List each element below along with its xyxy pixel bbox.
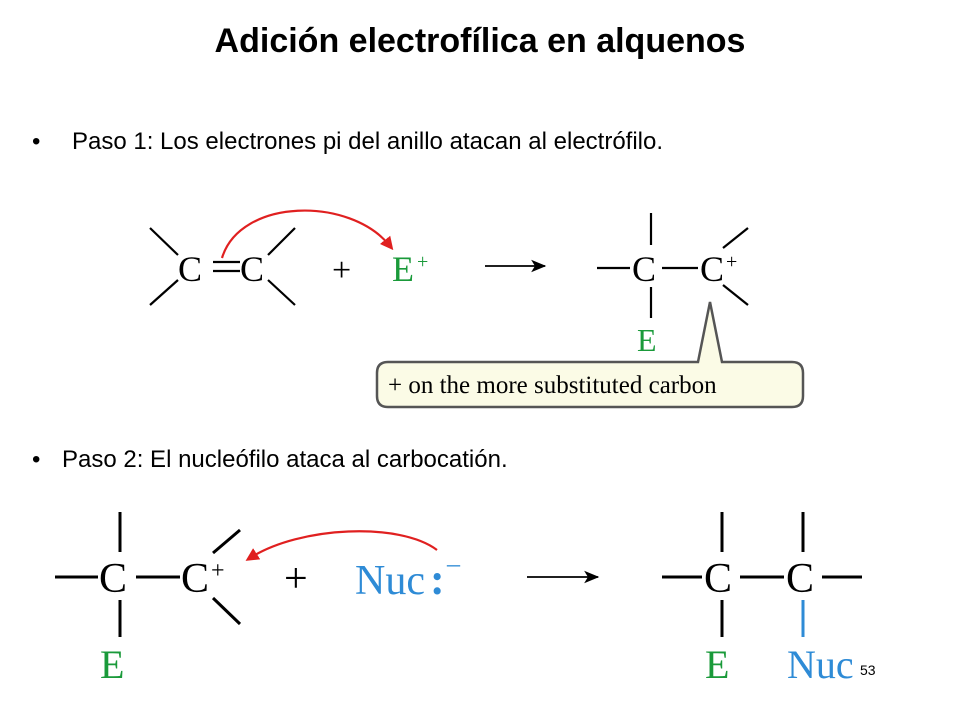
step-1-bullet: • Paso 1: Los electrones pi del anillo at… bbox=[32, 128, 663, 156]
carbon-atom: C bbox=[786, 556, 814, 602]
bond bbox=[149, 279, 179, 306]
bond bbox=[212, 528, 241, 555]
carbocation-product bbox=[597, 213, 749, 318]
nucleophile-substituent: Nuc bbox=[787, 642, 854, 687]
step-2-reaction: C C + E + Nuc : – C C E Nuc bbox=[55, 512, 862, 687]
plus-sign: + bbox=[332, 252, 351, 289]
bullet-dot: • bbox=[32, 128, 41, 155]
bond bbox=[267, 279, 296, 306]
electrophile-charge: + bbox=[417, 251, 428, 273]
carbon-atom: C bbox=[704, 556, 732, 602]
step-2-text: Paso 2: El nucleófilo ataca al carbocati… bbox=[62, 446, 508, 473]
carbon-atom: C bbox=[99, 556, 127, 602]
bond bbox=[722, 284, 749, 306]
electrophile-substituent: E bbox=[637, 322, 657, 358]
carbon-atom: C bbox=[178, 249, 202, 289]
carbon-atom: C bbox=[181, 556, 209, 602]
electrophile-substituent: E bbox=[705, 642, 729, 687]
carbocation-reactant bbox=[55, 512, 242, 637]
positive-charge: + bbox=[726, 251, 737, 273]
carbon-atom: C bbox=[632, 249, 656, 289]
step-1-text: Paso 1: Los electrones pi del anillo ata… bbox=[72, 128, 664, 155]
step-1-reaction: C C + E + C C + E + on the more substitu… bbox=[149, 209, 805, 409]
bond bbox=[211, 596, 242, 626]
step-2-bullet: • Paso 2: El nucleófilo ataca al carbocat… bbox=[32, 446, 508, 474]
slide-title: Adición electrofílica en alquenos bbox=[214, 22, 746, 60]
callout-text: + on the more substituted carbon bbox=[388, 372, 717, 399]
alkene-reactant bbox=[149, 227, 296, 306]
page-number: 53 bbox=[860, 662, 876, 678]
positive-charge: + bbox=[211, 558, 225, 584]
bond bbox=[149, 227, 179, 256]
carbon-atom: C bbox=[700, 249, 724, 289]
negative-charge: – bbox=[446, 549, 461, 578]
lone-pair: : bbox=[430, 555, 445, 604]
bullet-dot: • bbox=[32, 446, 41, 473]
bond bbox=[267, 227, 296, 256]
curved-arrow bbox=[220, 209, 394, 259]
electrophile-substituent: E bbox=[100, 642, 124, 687]
callout-bubble bbox=[375, 301, 805, 409]
carbon-atom: C bbox=[240, 249, 264, 289]
addition-product bbox=[662, 512, 862, 637]
electrophile-label: E bbox=[392, 249, 414, 289]
curved-arrow bbox=[245, 530, 438, 561]
bond bbox=[722, 227, 749, 249]
nucleophile-label: Nuc bbox=[355, 558, 425, 604]
plus-sign: + bbox=[284, 556, 308, 602]
